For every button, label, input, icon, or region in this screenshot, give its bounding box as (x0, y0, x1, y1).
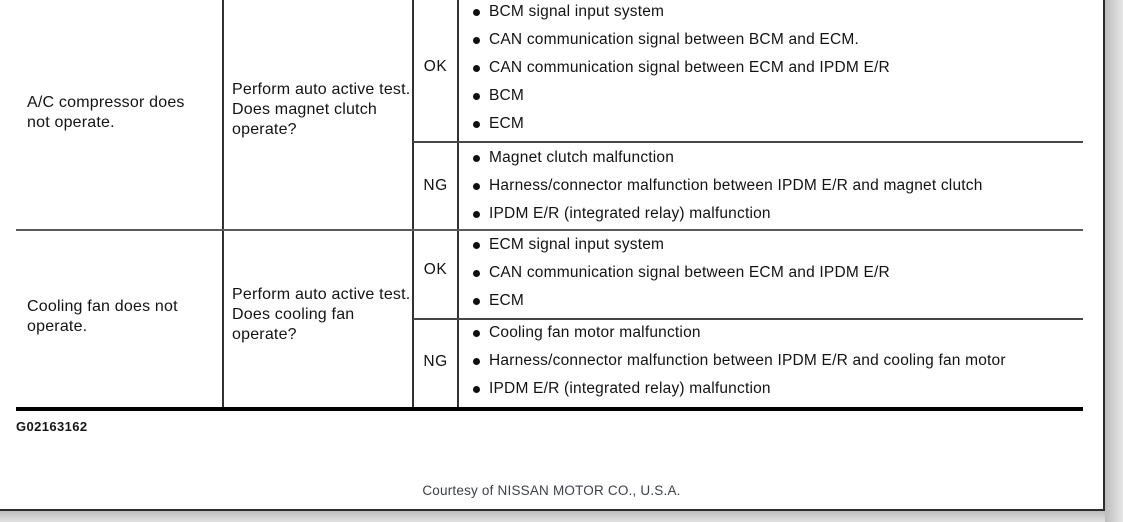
bullet-icon (473, 386, 480, 393)
cause-item: CAN communication signal between ECM and… (473, 54, 890, 82)
courtesy-footer: Courtesy of NISSAN MOTOR CO., U.S.A. (422, 483, 681, 498)
bullet-icon (473, 37, 480, 44)
cause-item: ECM signal input system (473, 231, 890, 259)
result-section-divider (413, 141, 1083, 143)
cause-item: Cooling fan motor malfunction (473, 319, 1006, 347)
cause-item: CAN communication signal between BCM and… (473, 26, 890, 54)
cause-item: BCM signal input system (473, 0, 890, 26)
cause-item: BCM (473, 82, 890, 110)
graphic-id: G02163162 (16, 419, 88, 434)
table-bottom-border (16, 407, 1083, 411)
cause-item: Magnet clutch malfunction (473, 144, 983, 172)
bullet-icon (473, 121, 480, 128)
bullet-icon (473, 9, 480, 16)
table-row-divider (16, 229, 1083, 231)
cause-list: Magnet clutch malfunction Harness/connec… (473, 144, 983, 228)
page-edge-shadow-bottom (0, 511, 1105, 522)
bullet-icon (473, 65, 480, 72)
cause-item: ECM (473, 287, 890, 315)
result-label-ok: OK (423, 58, 448, 75)
cause-list: ECM signal input system CAN communicatio… (473, 231, 890, 315)
symptom-cell: A/C compressor does not operate. (27, 94, 185, 131)
bullet-icon (473, 242, 480, 249)
bullet-icon (473, 211, 480, 218)
test-cell: Perform auto active test. Does cooling f… (232, 286, 411, 343)
bullet-icon (473, 298, 480, 305)
cause-item: CAN communication signal between ECM and… (473, 259, 890, 287)
result-section-divider (413, 318, 1083, 320)
table-column-divider (412, 0, 414, 408)
cause-item: Harness/connector malfunction between IP… (473, 172, 983, 200)
table-column-divider (222, 0, 224, 408)
cause-list: BCM signal input system CAN communicatio… (473, 0, 890, 138)
symptom-cell: Cooling fan does not operate. (27, 298, 178, 335)
cause-item: IPDM E/R (integrated relay) malfunction (473, 200, 983, 228)
result-label-ng: NG (423, 177, 448, 194)
cause-item: Harness/connector malfunction between IP… (473, 347, 1006, 375)
test-cell: Perform auto active test. Does magnet cl… (232, 81, 411, 138)
result-label-ng: NG (423, 353, 448, 370)
page-sheet: A/C compressor does not operate. Perform… (0, 0, 1105, 511)
bullet-icon (473, 183, 480, 190)
bullet-icon (473, 155, 480, 162)
bullet-icon (473, 93, 480, 100)
page-edge-shadow-right (1105, 0, 1123, 522)
table-column-divider (457, 0, 459, 408)
bullet-icon (473, 358, 480, 365)
cause-item: ECM (473, 110, 890, 138)
cause-list: Cooling fan motor malfunction Harness/co… (473, 319, 1006, 403)
cause-item: IPDM E/R (integrated relay) malfunction (473, 375, 1006, 403)
result-label-ok: OK (423, 261, 448, 278)
bullet-icon (473, 330, 480, 337)
bullet-icon (473, 270, 480, 277)
